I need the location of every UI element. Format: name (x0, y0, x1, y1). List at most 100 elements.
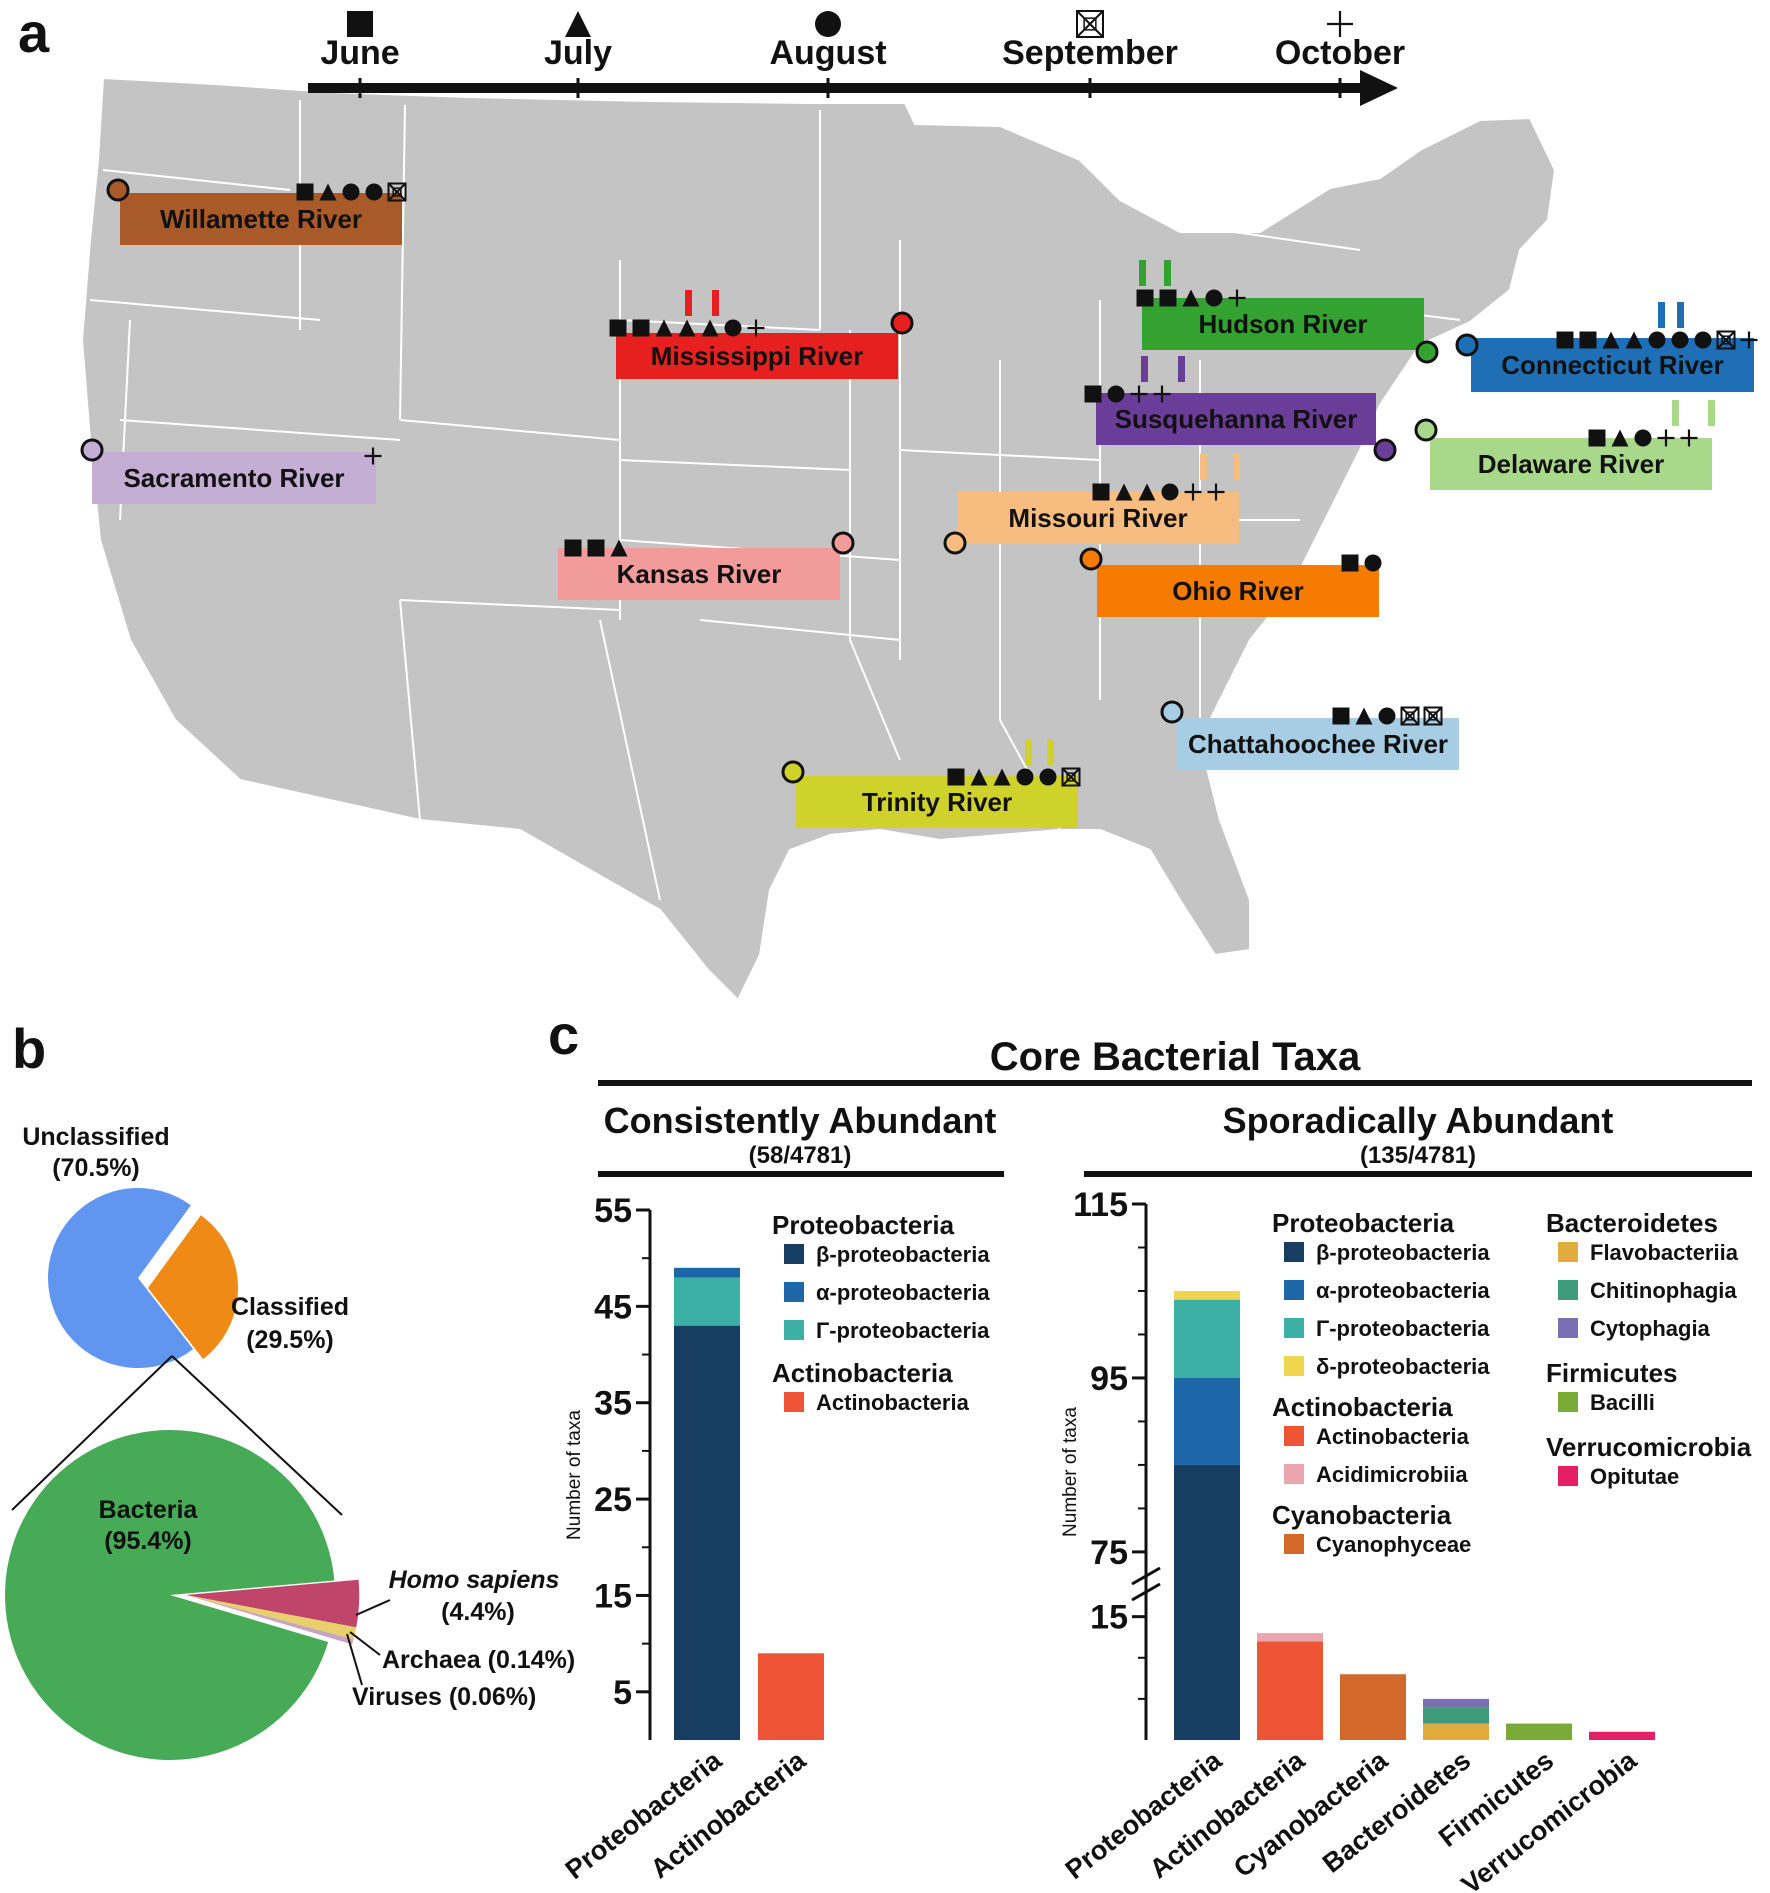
triangle-icon (1611, 429, 1629, 447)
river-missouri-river: Missouri River (943, 454, 1240, 555)
square-icon (1588, 429, 1606, 447)
legend-swatch (1558, 1466, 1578, 1486)
triangle-icon (970, 768, 988, 786)
square-icon (296, 183, 314, 201)
sampling-site-marker (890, 311, 914, 335)
circle-icon (724, 319, 742, 337)
triangle-icon (678, 319, 696, 337)
legend-item: Γ-proteobacteria (1316, 1316, 1490, 1341)
core-taxa-title: Core Bacterial Taxa (990, 1035, 1361, 1079)
sampling-site-marker (1160, 700, 1184, 724)
cross-icon (1680, 429, 1698, 447)
panel-c-bars: Core Bacterial Taxa Consistently Abundan… (560, 1035, 1752, 1893)
boxed-x-icon (1076, 10, 1104, 38)
legend-group-title: Cyanobacteria (1272, 1500, 1452, 1530)
triangle-icon (1355, 707, 1373, 725)
circle-icon (1161, 483, 1179, 501)
legend-item: Cyanophyceae (1316, 1532, 1471, 1557)
paired-sample-mark (1708, 400, 1715, 426)
river-label: Hudson River (1198, 309, 1367, 339)
pie-label: (95.4%) (104, 1527, 192, 1555)
cross-icon (1153, 385, 1171, 403)
circle-icon (342, 183, 360, 201)
legend-swatch (1284, 1318, 1304, 1338)
paired-sample-mark (712, 290, 719, 316)
bar-segment-δ-proteobacteria (1174, 1290, 1240, 1300)
pie-slice-unclassified (47, 1188, 194, 1368)
month-timeline (308, 70, 1398, 106)
river-connecticut-river: Connecticut River (1455, 302, 1758, 392)
legend-item: Flavobacteriia (1590, 1240, 1739, 1265)
month-label: September (1002, 34, 1178, 72)
river-label-box (1430, 438, 1712, 490)
y-tick-label: 5 (613, 1674, 632, 1712)
circle-icon (1671, 331, 1689, 349)
sampling-site-marker (1373, 438, 1397, 462)
bar-segment-β-proteobacteria (1174, 1464, 1240, 1740)
river-label: Susquehanna River (1115, 404, 1358, 434)
cross-icon (747, 319, 765, 337)
pie-label: Archaea (0.14%) (382, 1646, 575, 1674)
paired-sample-mark (1178, 356, 1185, 382)
bar-segment-α-proteobacteria (674, 1267, 740, 1278)
sampling-site-marker (1455, 333, 1479, 357)
month-label: October (1275, 34, 1405, 72)
legend-group-title: Actinobacteria (772, 1358, 953, 1388)
bar-segment-Cyanophyceae (1340, 1674, 1406, 1740)
legend-swatch (784, 1244, 804, 1264)
legend-group-title: Firmicutes (1546, 1358, 1678, 1388)
legend-swatch (1558, 1280, 1578, 1300)
legend-swatch (784, 1320, 804, 1340)
river-label: Kansas River (617, 559, 782, 589)
legend-item: Actinobacteria (816, 1390, 970, 1415)
legend-swatch (1558, 1392, 1578, 1412)
square-icon (1084, 385, 1102, 403)
paired-sample-mark (1141, 356, 1148, 382)
paired-sample-mark (1233, 454, 1240, 480)
circle-icon (815, 11, 841, 37)
chart-title: Consistently Abundant (604, 1100, 997, 1141)
sampling-site-marker (781, 760, 805, 784)
bar-segment-Chitinophagia (1423, 1707, 1489, 1724)
square-icon (1332, 707, 1350, 725)
y-tick-label: 95 (1090, 1360, 1128, 1398)
river-hudson-river: Hudson River (1136, 260, 1439, 364)
bar-segment-Acidimicrobiia (1257, 1633, 1323, 1642)
paired-sample-mark (1047, 739, 1054, 765)
y-tick-label: 45 (594, 1288, 632, 1326)
x-tick-label: Bacteroidetes (1317, 1745, 1476, 1879)
y-tick-label: 15 (594, 1577, 632, 1615)
cross-icon (1657, 429, 1675, 447)
legend-item: Chitinophagia (1590, 1278, 1737, 1303)
circle-icon (1648, 331, 1666, 349)
triangle-icon (1115, 483, 1133, 501)
square-icon (1556, 331, 1574, 349)
legend-group-title: Actinobacteria (1272, 1392, 1453, 1422)
square-icon (1579, 331, 1597, 349)
legend-group-title: Proteobacteria (772, 1210, 955, 1240)
river-label-box (957, 492, 1239, 544)
timeline-arrowhead (1360, 70, 1398, 106)
triangle-icon (655, 319, 673, 337)
paired-sample-mark (1139, 260, 1146, 286)
paired-sample-mark (1658, 302, 1665, 328)
legend-swatch (1558, 1242, 1578, 1262)
river-label-box (1097, 565, 1379, 617)
circle-icon (1205, 289, 1223, 307)
boxed-x-icon (1423, 706, 1443, 726)
month-label: July (544, 34, 612, 72)
river-label-box (1142, 298, 1424, 350)
square-icon (947, 768, 965, 786)
cross-icon (1228, 289, 1246, 307)
square-icon (347, 11, 373, 37)
river-label: Missouri River (1008, 503, 1187, 533)
legend-swatch (1284, 1242, 1304, 1262)
chart-subtitle: (135/4781) (1360, 1142, 1476, 1169)
bar-segment-Opitutae (1589, 1731, 1655, 1740)
legend-swatch (1284, 1280, 1304, 1300)
legend-item: Γ-proteobacteria (816, 1318, 990, 1343)
pie-label: (70.5%) (52, 1154, 140, 1182)
pie-label: Unclassified (22, 1123, 169, 1151)
